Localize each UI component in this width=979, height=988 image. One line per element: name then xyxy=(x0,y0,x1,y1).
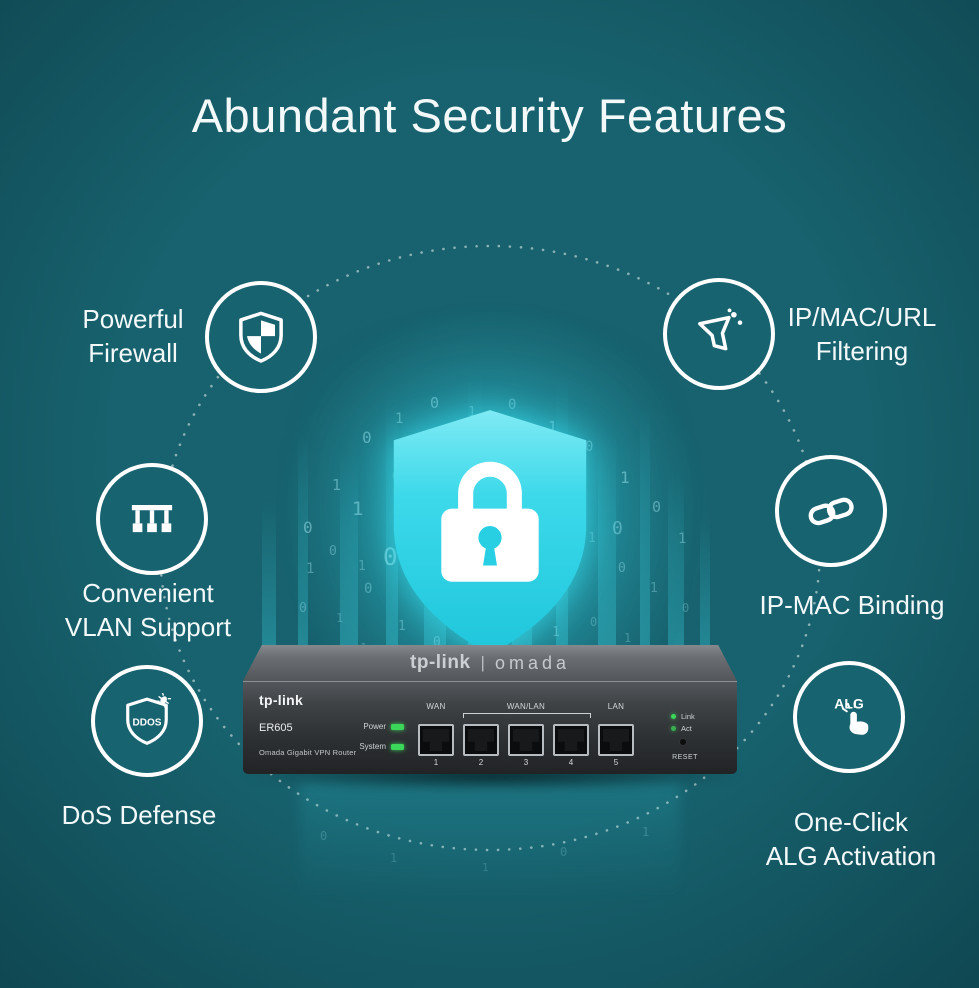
power-led-row: Power xyxy=(331,722,404,731)
act-led-legend: Act xyxy=(671,724,692,733)
wan-port-label: WAN xyxy=(426,702,446,711)
wan-lan-port-label: WAN/LAN xyxy=(506,702,546,711)
vlan-icon-circle xyxy=(96,463,208,575)
ethernet-port-5: 5 xyxy=(598,724,634,767)
model-label: ER605 xyxy=(259,722,293,734)
click-hand-icon xyxy=(849,711,869,735)
bug-icon xyxy=(156,693,171,708)
router-top-face: tp-link | omada xyxy=(243,645,737,681)
ddos-icon-text: DDOS xyxy=(132,717,161,728)
power-led-label: Power xyxy=(363,722,386,731)
dos-icon-circle: DDOS xyxy=(91,665,203,777)
system-led-row: System xyxy=(331,742,404,751)
product-name: Omada Gigabit VPN Router xyxy=(259,748,357,757)
vlan-support-label: Convenient VLAN Support xyxy=(64,578,232,642)
power-led xyxy=(391,723,404,730)
router-front-face: tp-link ER605 Omada Gigabit VPN Router P… xyxy=(243,681,737,774)
system-led xyxy=(391,743,404,750)
ip-mac-url-filtering-label: IP/MAC/URL Filtering xyxy=(787,302,937,366)
top-brand: tp-link | omada xyxy=(243,645,737,681)
alg-one-click-icon: ALG xyxy=(834,695,869,735)
alg-activation-label: One-Click ALG Activation xyxy=(765,807,937,871)
alg-icon-circle: ALG xyxy=(793,661,905,773)
security-shield-lock-icon xyxy=(393,410,587,655)
ethernet-port-4: 4 xyxy=(553,724,589,767)
wan-lan-bracket xyxy=(463,713,591,718)
ethernet-port-3: 3 xyxy=(508,724,544,767)
act-led xyxy=(671,726,676,731)
filter-funnel-icon xyxy=(698,308,743,351)
omada-logo: omada xyxy=(494,652,570,673)
alg-icon-text: ALG xyxy=(834,695,864,711)
front-tplink-logo: tp-link xyxy=(259,692,304,708)
link-led xyxy=(671,714,676,719)
brand-separator: | xyxy=(480,653,485,672)
binding-icon-circle xyxy=(775,455,887,567)
act-led-label: Act xyxy=(681,724,692,733)
ip-mac-binding-label: IP-MAC Binding xyxy=(759,590,945,620)
ddos-shield-icon: DDOS xyxy=(126,693,171,745)
router-glow-reflection xyxy=(300,780,680,900)
reset-button xyxy=(680,739,686,745)
link-led-legend: Link xyxy=(671,712,695,721)
vlan-bridge-icon xyxy=(131,505,173,533)
reset-label: RESET xyxy=(672,754,698,761)
tplink-logo: tp-link xyxy=(410,652,471,673)
link-led-label: Link xyxy=(681,712,695,721)
firewall-icon-circle xyxy=(205,281,317,393)
filtering-icon-circle xyxy=(663,278,775,390)
powerful-firewall-label: Powerful Firewall xyxy=(82,304,184,368)
system-led-label: System xyxy=(359,742,386,751)
page-title: Abundant Security Features xyxy=(191,89,788,142)
dos-defense-label: DoS Defense xyxy=(61,800,217,830)
ethernet-port-1: 1 xyxy=(418,724,454,767)
ethernet-port-2: 2 xyxy=(463,724,499,767)
lan-port-label: LAN xyxy=(607,702,625,711)
chain-link-icon xyxy=(808,497,854,526)
firewall-shield-icon xyxy=(239,311,283,363)
